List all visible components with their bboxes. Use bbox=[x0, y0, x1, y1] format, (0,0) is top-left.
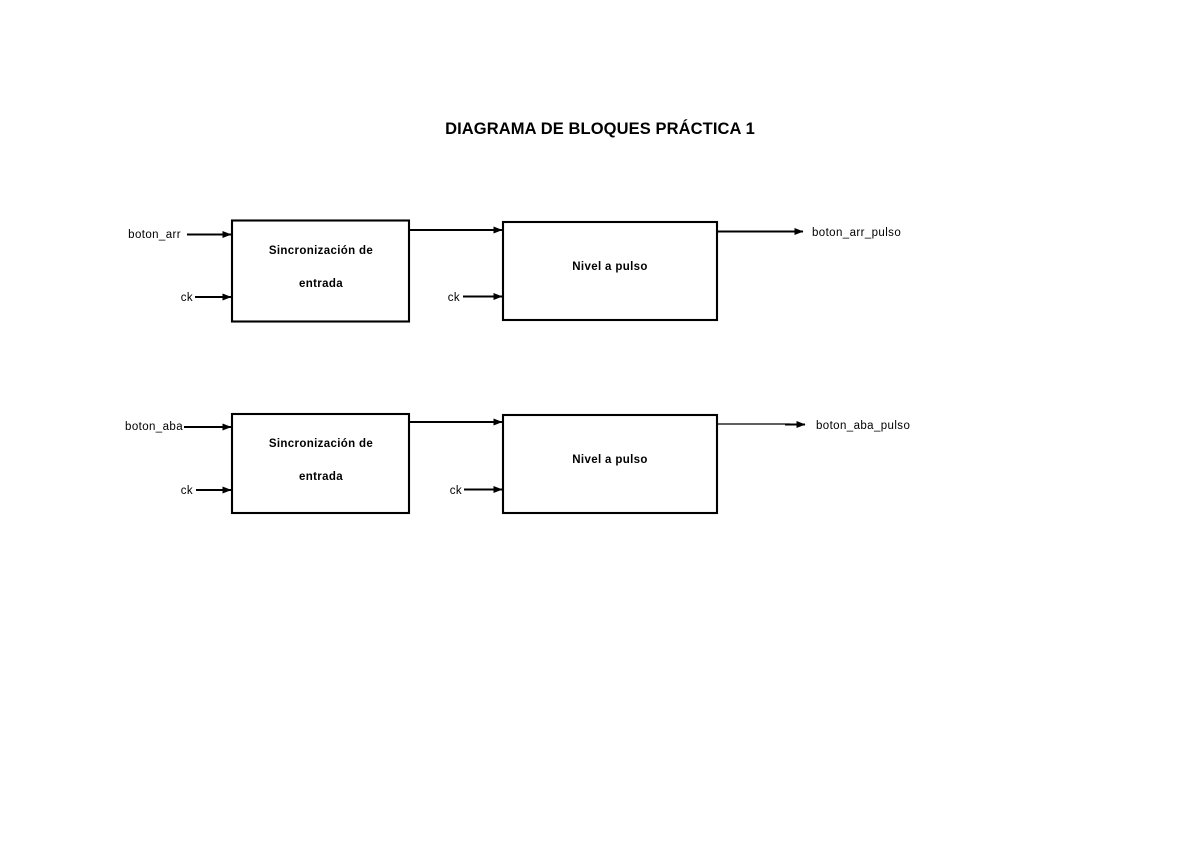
input-label-boton-arr: boton_arr bbox=[128, 229, 181, 241]
block-label-row2-line1: Sincronización de bbox=[269, 438, 373, 450]
diagram-row-arriba: boton_arr ck Sincronización de entrada c… bbox=[128, 219, 901, 323]
block-label-row1-nivel-pulso: Nivel a pulso bbox=[572, 261, 648, 273]
block-sincronizacion-entrada-row1[interactable] bbox=[230, 219, 411, 323]
block-label-row1-line1: Sincronización de bbox=[269, 245, 373, 257]
block-label-row2-line2: entrada bbox=[299, 471, 343, 483]
input-label-boton-aba: boton_aba bbox=[125, 421, 183, 433]
block-label-row2-nivel-pulso: Nivel a pulso bbox=[572, 454, 648, 466]
diagram-row-abajo: boton_aba ck Sincronización de entrada c… bbox=[125, 412, 910, 515]
output-label-boton-aba-pulso: boton_aba_pulso bbox=[816, 420, 910, 432]
block-sincronizacion-entrada-row2[interactable] bbox=[230, 412, 411, 515]
clock-label-row1-block2: ck bbox=[448, 292, 460, 304]
block-label-row1-line2: entrada bbox=[299, 278, 343, 290]
clock-label-row1-block1: ck bbox=[181, 292, 193, 304]
clock-label-row2-block1: ck bbox=[181, 485, 193, 497]
block-nivel-a-pulso-row1[interactable] bbox=[501, 220, 719, 322]
page-title: DIAGRAMA DE BLOQUES PRÁCTICA 1 bbox=[445, 120, 755, 138]
block-nivel-a-pulso-row2[interactable] bbox=[501, 413, 719, 515]
clock-label-row2-block2: ck bbox=[450, 485, 462, 497]
output-label-boton-arr-pulso: boton_arr_pulso bbox=[812, 227, 901, 239]
